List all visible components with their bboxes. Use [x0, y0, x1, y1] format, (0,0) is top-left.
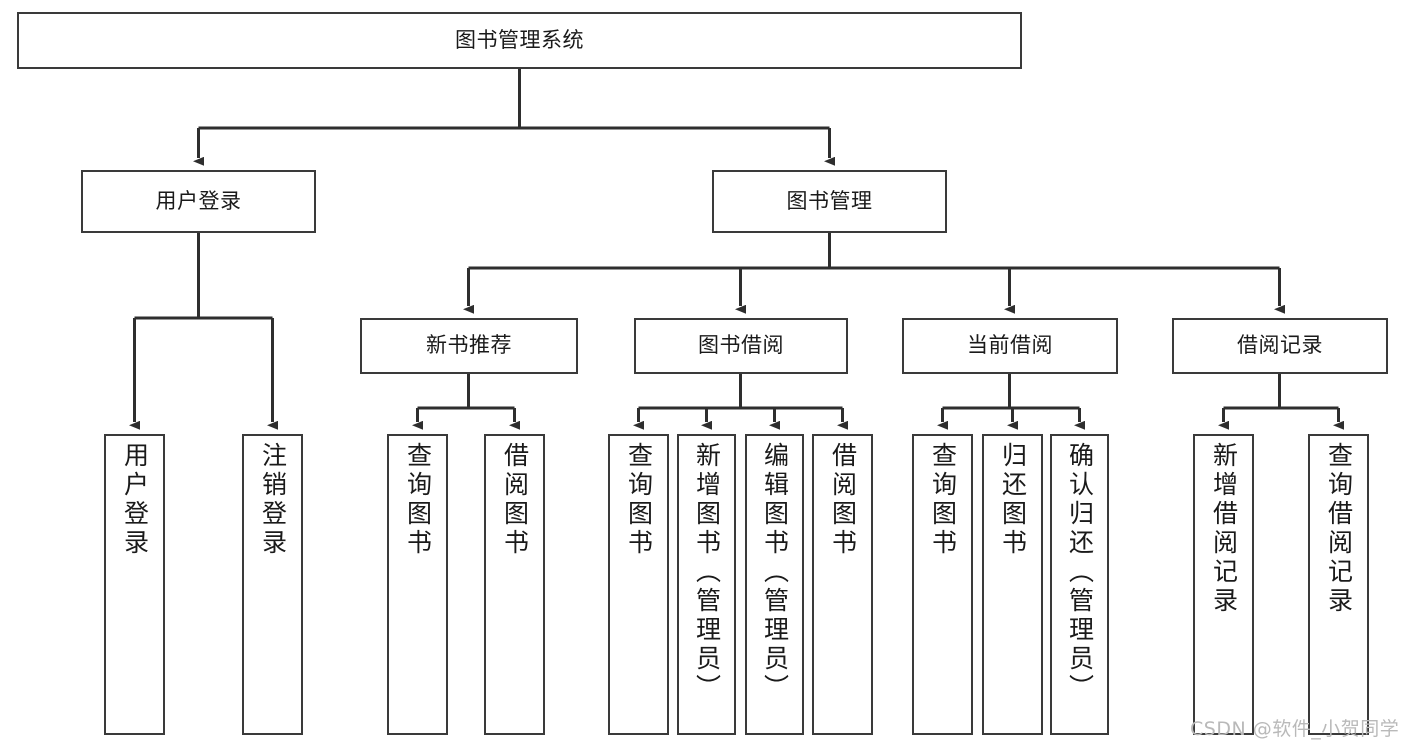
leaf-label: 归还图书 [998, 442, 1028, 558]
leaf-edit-book-admin[interactable]: 编辑图书（管理员） [745, 434, 804, 735]
leaf-query-book-borrow[interactable]: 查询图书 [608, 434, 669, 735]
leaf-label: 编辑图书（管理员） [760, 442, 790, 703]
leaf-borrow-book[interactable]: 借阅图书 [812, 434, 873, 735]
leaf-return-book[interactable]: 归还图书 [982, 434, 1043, 735]
watermark: CSDN @软件_小贺同学 [1190, 718, 1400, 740]
leaf-logout[interactable]: 注销登录 [242, 434, 303, 735]
leaf-label: 确认归还（管理员） [1065, 442, 1095, 703]
leaf-label: 查询图书 [624, 442, 654, 558]
leaf-label: 查询图书 [403, 442, 433, 558]
node-root-label: 图书管理系统 [455, 27, 584, 52]
leaf-label: 新增借阅记录 [1209, 442, 1239, 616]
node-current-borrow[interactable]: 当前借阅 [902, 318, 1118, 374]
leaf-label: 查询借阅记录 [1324, 442, 1354, 616]
node-book-management[interactable]: 图书管理 [712, 170, 947, 233]
leaf-borrow-book-recommend[interactable]: 借阅图书 [484, 434, 545, 735]
leaf-add-borrow-record[interactable]: 新增借阅记录 [1193, 434, 1254, 735]
leaf-query-book-current[interactable]: 查询图书 [912, 434, 973, 735]
leaf-label: 注销登录 [258, 442, 288, 558]
node-user-login-label: 用户登录 [155, 188, 242, 213]
node-current-borrow-label: 当前借阅 [967, 333, 1053, 358]
node-book-management-label: 图书管理 [786, 188, 873, 213]
node-root[interactable]: 图书管理系统 [17, 12, 1022, 69]
leaf-label: 查询图书 [928, 442, 958, 558]
leaf-confirm-return-admin[interactable]: 确认归还（管理员） [1050, 434, 1109, 735]
leaf-label: 用户登录 [120, 442, 150, 558]
node-borrow-record-label: 借阅记录 [1237, 333, 1323, 358]
node-book-borrow[interactable]: 图书借阅 [634, 318, 848, 374]
leaf-query-book-recommend[interactable]: 查询图书 [387, 434, 448, 735]
leaf-user-login[interactable]: 用户登录 [104, 434, 165, 735]
node-user-login[interactable]: 用户登录 [81, 170, 316, 233]
node-new-book-recommendation-label: 新书推荐 [426, 333, 512, 358]
node-book-borrow-label: 图书借阅 [698, 333, 784, 358]
node-borrow-record[interactable]: 借阅记录 [1172, 318, 1388, 374]
leaf-label: 借阅图书 [828, 442, 858, 558]
leaf-label: 新增图书（管理员） [692, 442, 722, 703]
node-new-book-recommendation[interactable]: 新书推荐 [360, 318, 578, 374]
leaf-label: 借阅图书 [500, 442, 530, 558]
leaf-query-borrow-record[interactable]: 查询借阅记录 [1308, 434, 1369, 735]
leaf-add-book-admin[interactable]: 新增图书（管理员） [677, 434, 736, 735]
